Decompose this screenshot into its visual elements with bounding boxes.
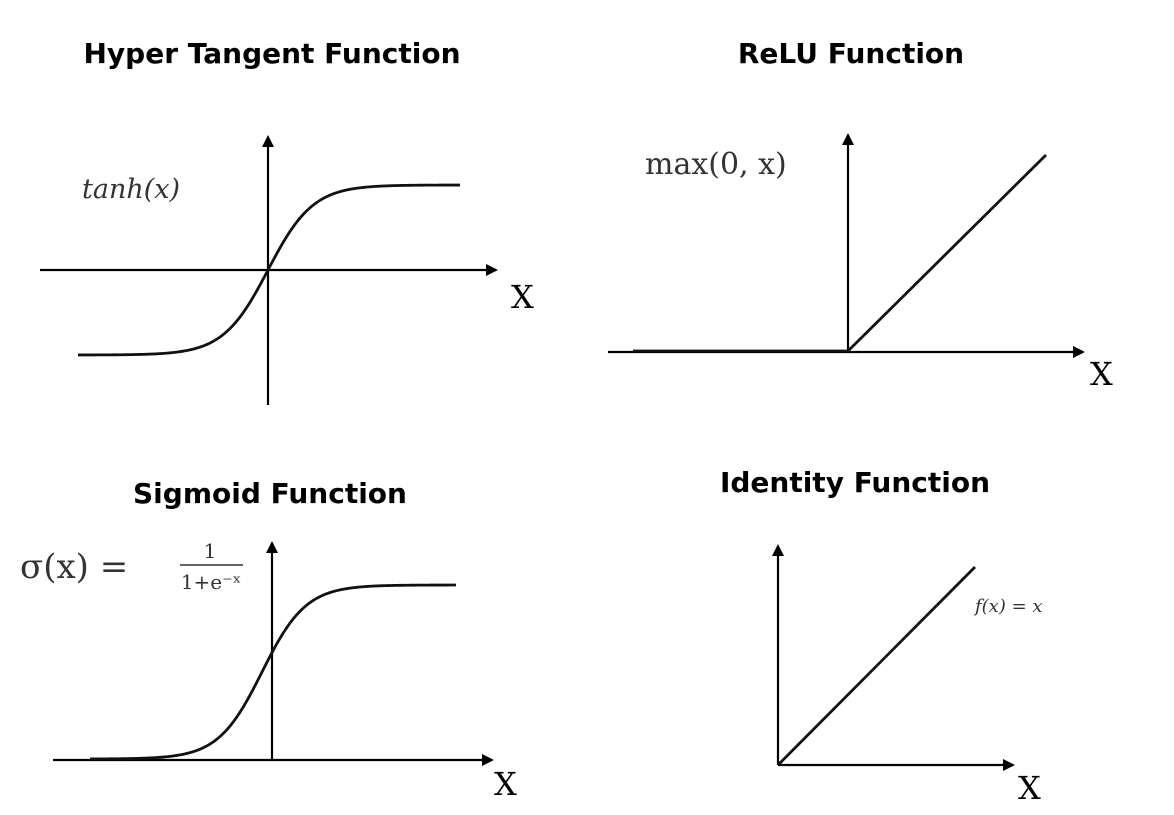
sigmoid-formula-numerator: 1 [204, 539, 217, 563]
identity-title: Identity Function [720, 466, 990, 499]
tanh-formula: tanh(x) [82, 174, 180, 205]
tanh-x-label: X [511, 278, 534, 316]
identity-panel: Identity Function f(x) = x X [720, 466, 1043, 807]
relu-panel: ReLU Function max(0, x) X [608, 37, 1113, 393]
sigmoid-formula-lhs: σ(x) = [20, 547, 128, 587]
tanh-panel: Hyper Tangent Function tanh(x) X [40, 37, 534, 405]
identity-line [777, 566, 976, 766]
sigmoid-formula-denominator: 1+e⁻ˣ [181, 570, 241, 594]
tanh-curve [78, 183, 461, 357]
sigmoid-x-label: X [494, 765, 517, 803]
relu-title: ReLU Function [738, 37, 964, 70]
identity-formula: f(x) = x [973, 596, 1043, 617]
tanh-title: Hyper Tangent Function [83, 37, 460, 70]
sigmoid-panel: Sigmoid Function σ(x) = 1 1+e⁻ˣ X [20, 477, 517, 803]
sigmoid-curve [89, 583, 456, 761]
sigmoid-title: Sigmoid Function [133, 477, 407, 510]
identity-x-label: X [1018, 769, 1041, 807]
relu-x-label: X [1090, 355, 1113, 393]
relu-formula: max(0, x) [645, 147, 787, 182]
relu-curve [633, 154, 1047, 353]
